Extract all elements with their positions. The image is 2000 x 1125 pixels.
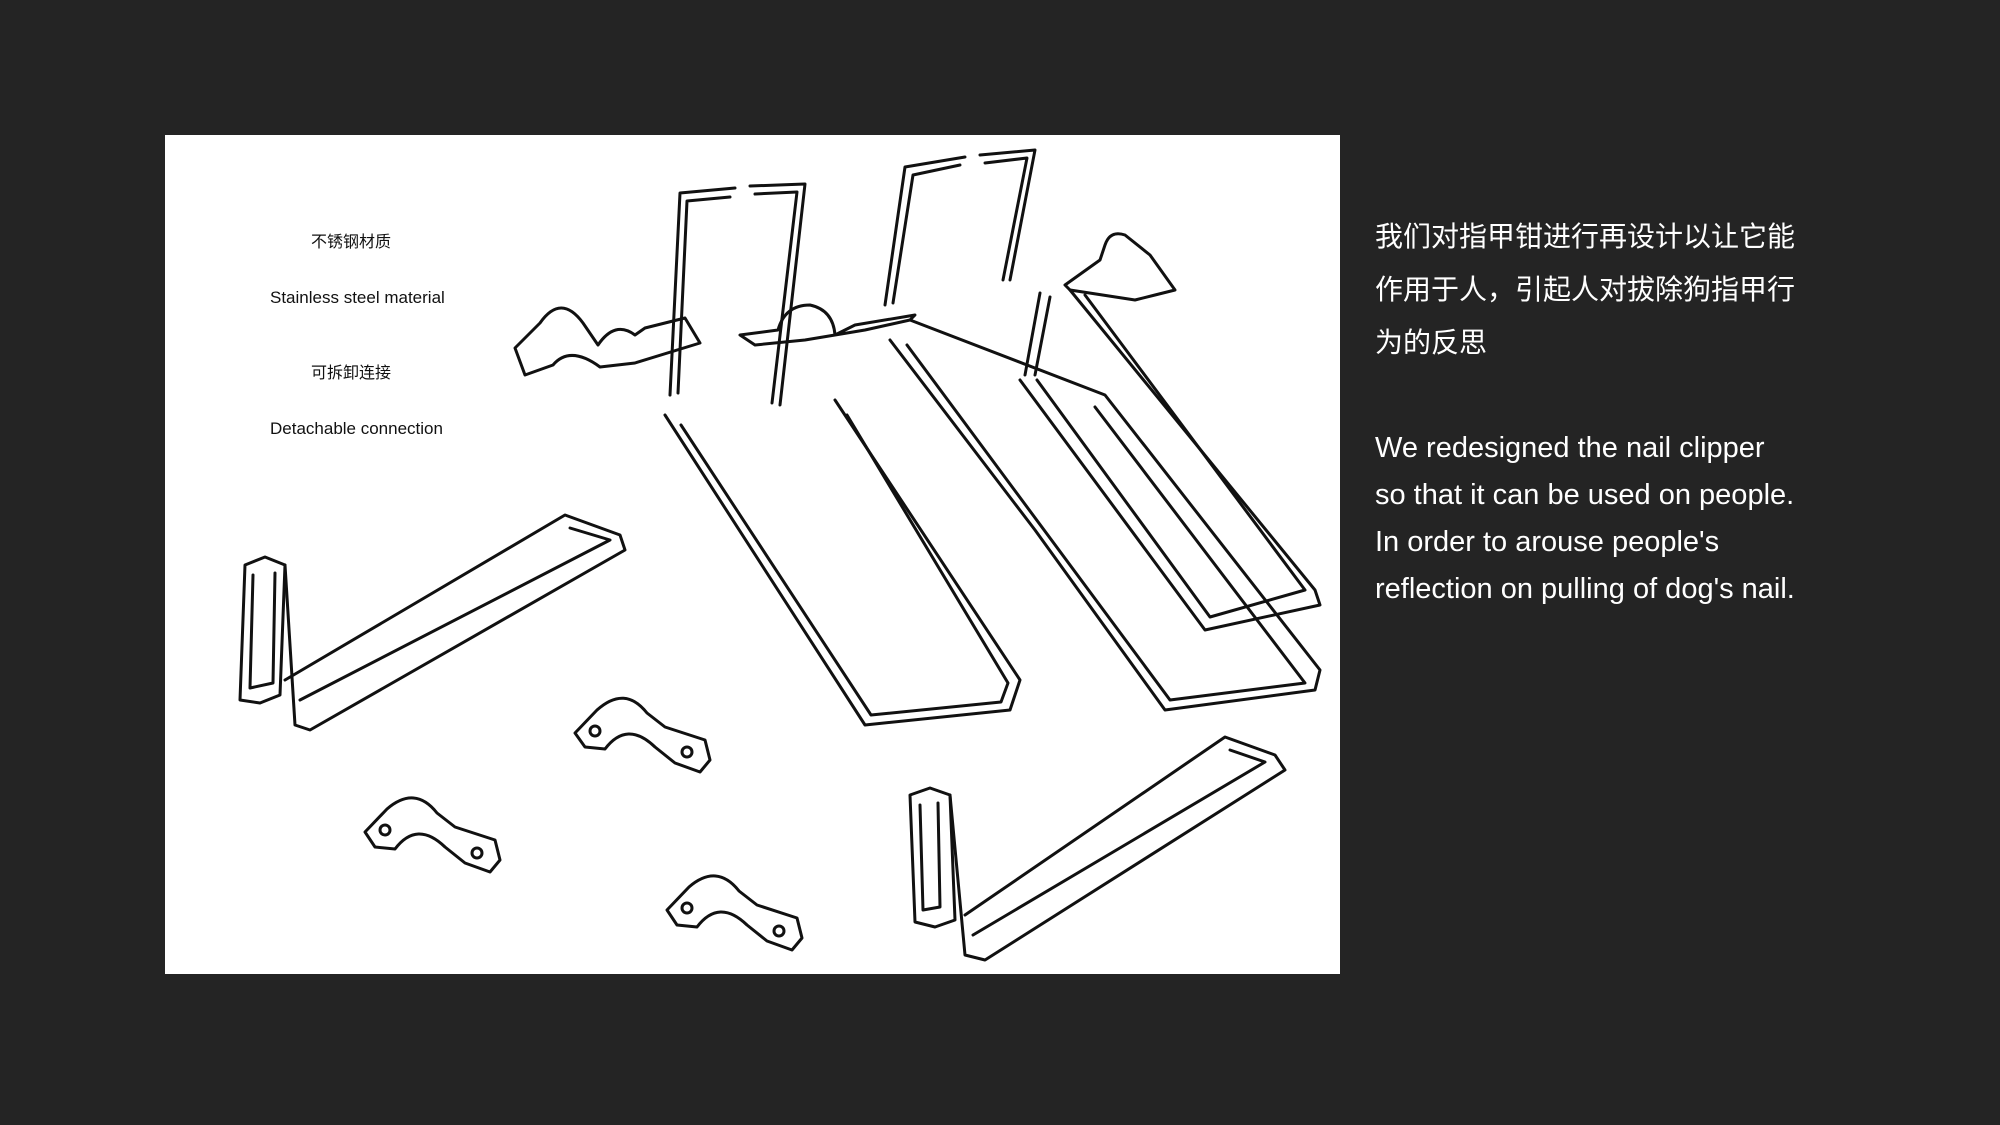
l-bracket-right bbox=[908, 735, 1287, 962]
connection-label-cn: 可拆卸连接 bbox=[311, 363, 392, 382]
description-cn: 我们对指甲钳进行再设计以让它能 作用于人，引起人对拔除狗指甲行 为的反思 bbox=[1375, 210, 1975, 369]
description-text: 我们对指甲钳进行再设计以让它能 作用于人，引起人对拔除狗指甲行 为的反思 We … bbox=[1375, 210, 1975, 613]
description-cn-line: 我们对指甲钳进行再设计以让它能 bbox=[1375, 220, 1796, 253]
saddle-clamps bbox=[363, 696, 804, 952]
clipper-arm-b bbox=[738, 148, 1322, 712]
description-cn-line: 作用于人，引起人对拔除狗指甲行 bbox=[1375, 273, 1796, 306]
clipper-arm-c bbox=[1018, 232, 1322, 632]
sketch-drawing bbox=[238, 148, 1322, 962]
material-label-en: Stainless steel material bbox=[270, 288, 445, 307]
sketch-panel: 不锈钢材质 Stainless steel material 可拆卸连接 Det… bbox=[165, 135, 1340, 974]
clipper-arm-a bbox=[513, 182, 1022, 727]
l-bracket-left bbox=[238, 513, 627, 732]
description-cn-line: 为的反思 bbox=[1375, 326, 1488, 359]
description-en: We redesigned the nail clipper so that i… bbox=[1375, 425, 1975, 613]
description-en-line: We redesigned the nail clipper bbox=[1375, 432, 1765, 464]
connection-label-en: Detachable connection bbox=[270, 419, 443, 438]
material-label-cn: 不锈钢材质 bbox=[311, 232, 392, 251]
description-en-line: In order to arouse people's bbox=[1375, 526, 1720, 558]
description-en-line: so that it can be used on people. bbox=[1375, 479, 1795, 511]
description-en-line: reflection on pulling of dog's nail. bbox=[1375, 573, 1795, 605]
